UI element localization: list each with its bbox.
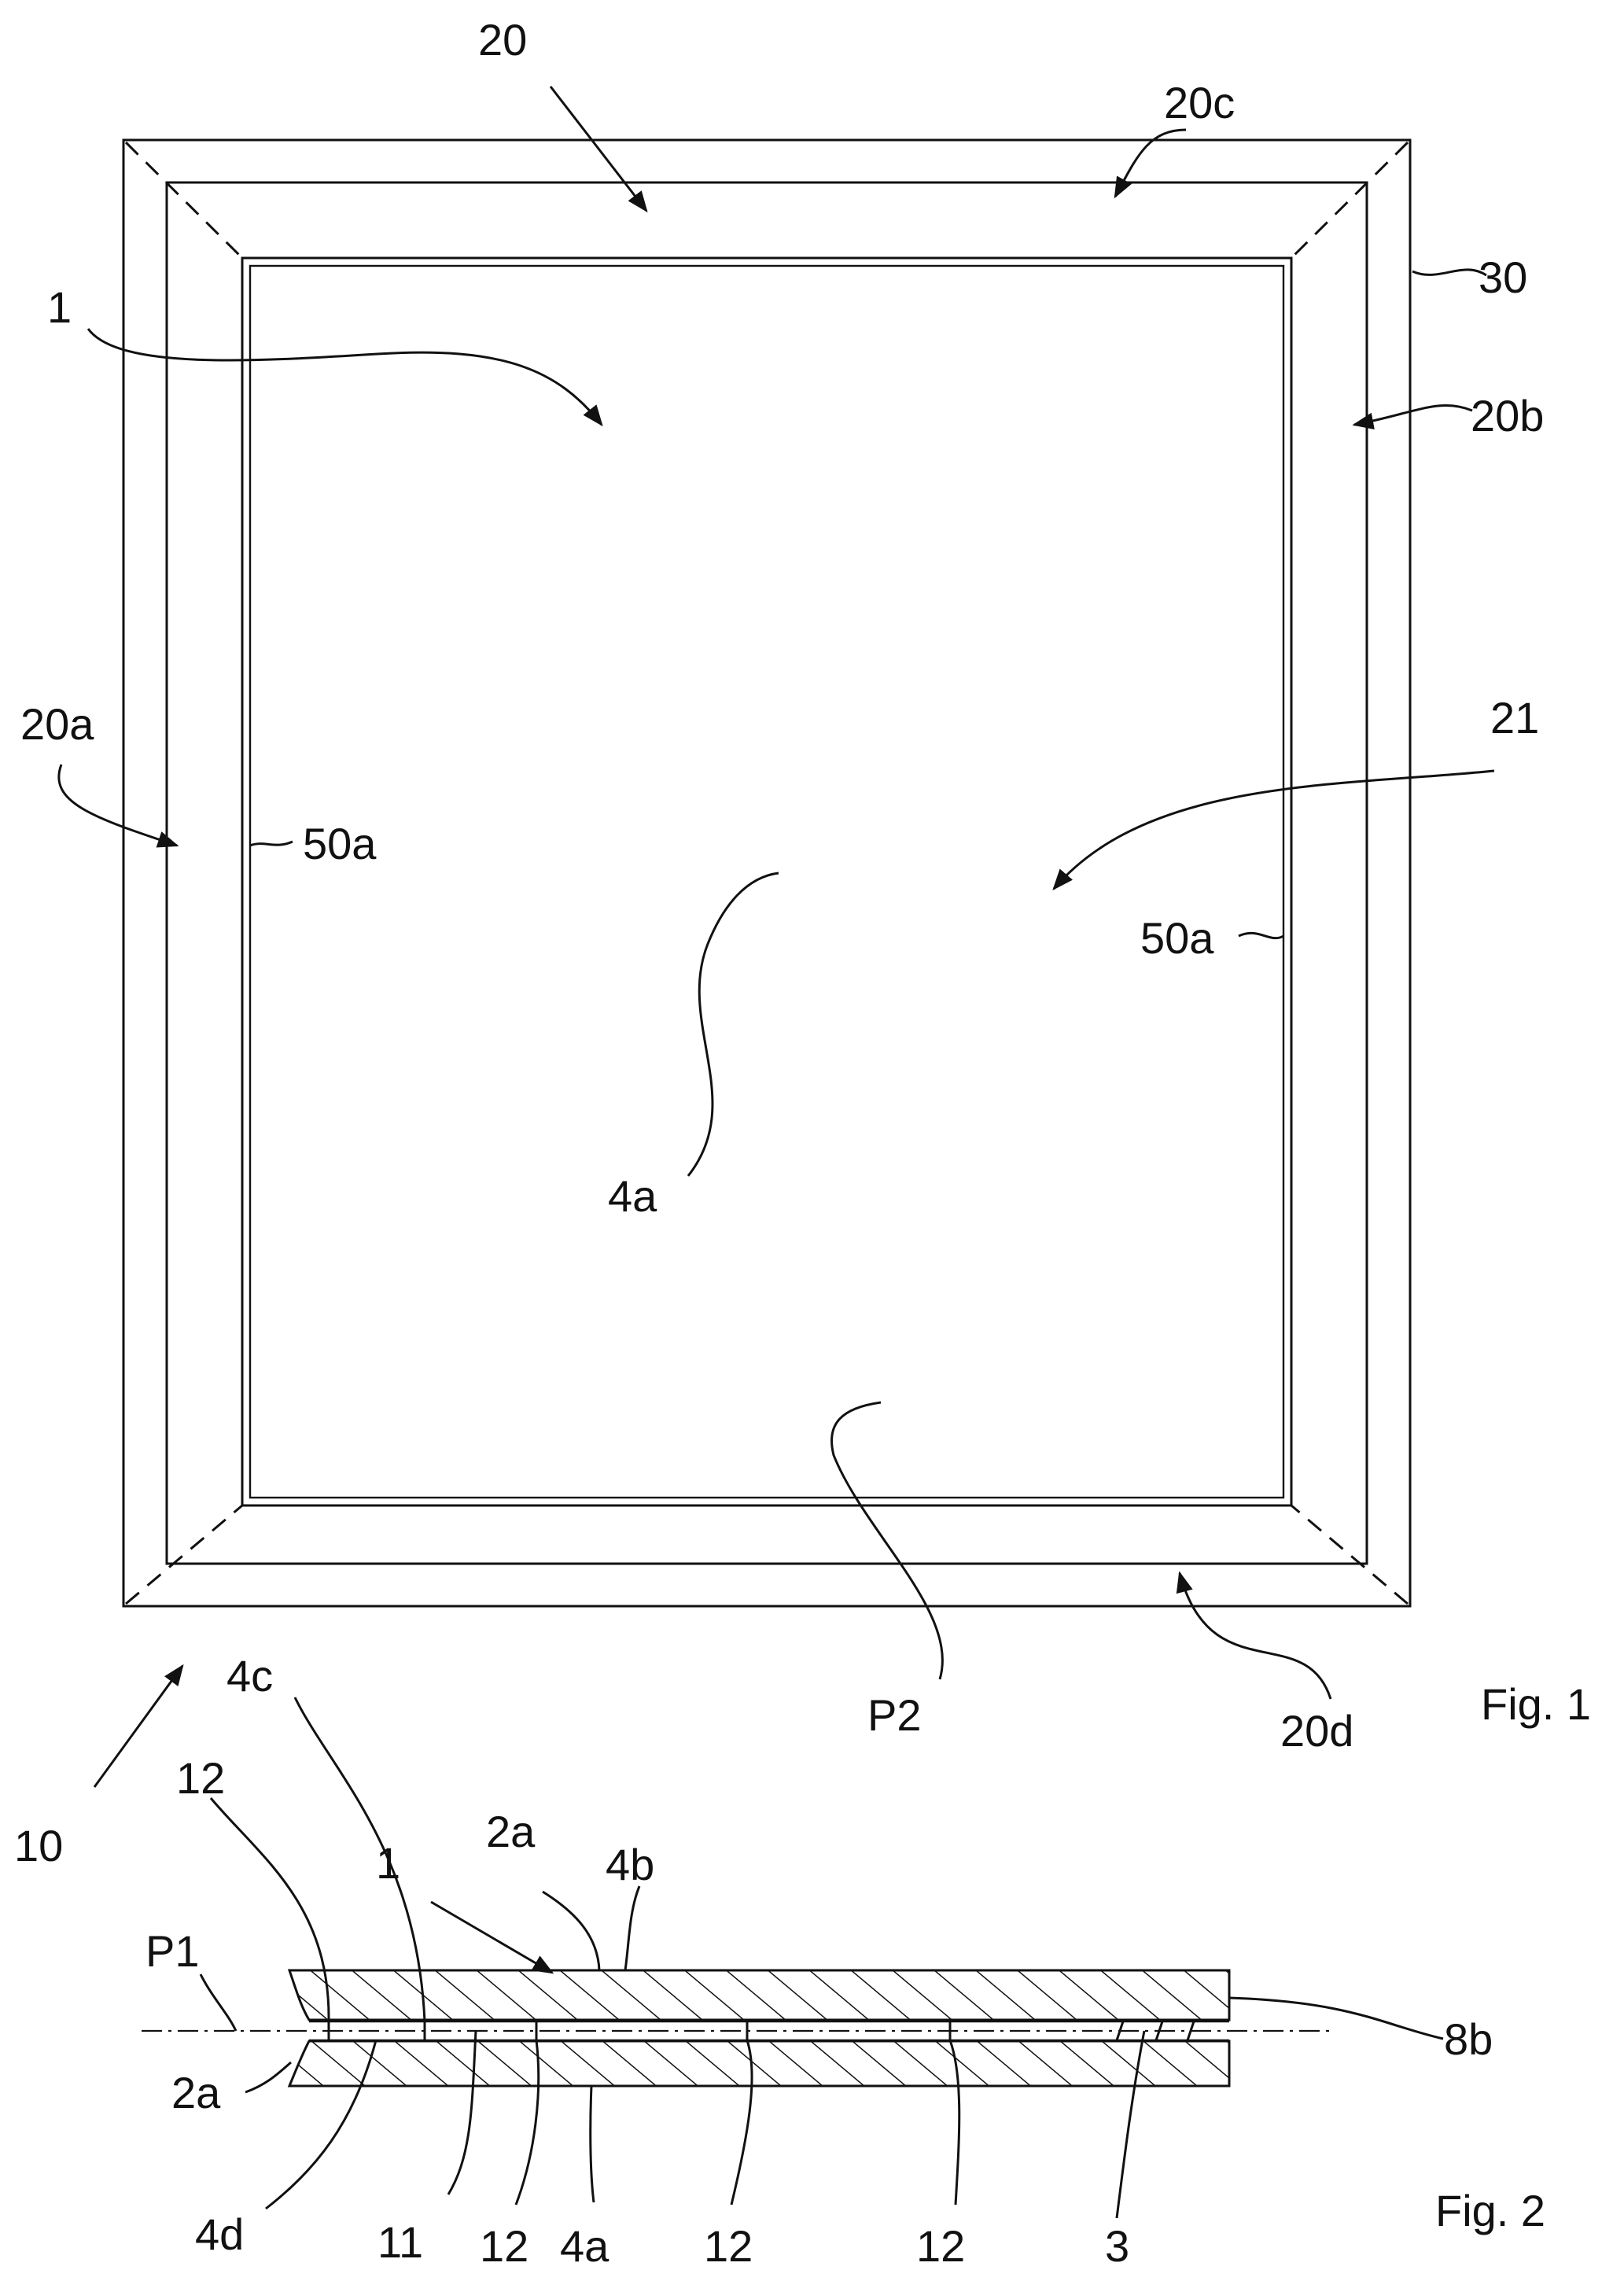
- leader-21: [1054, 771, 1494, 889]
- upper-pane-section: [289, 1970, 1229, 2020]
- label-20b: 20b: [1471, 391, 1544, 440]
- window-opening-outer: [242, 258, 1291, 1505]
- frame-20-outer-edge: [167, 182, 1367, 1564]
- label-12-top: 12: [176, 1753, 225, 1803]
- label-20c: 20c: [1164, 78, 1235, 127]
- leader-4a-fig2: [591, 2086, 594, 2202]
- label-10: 10: [14, 1821, 63, 1870]
- label-P2: P2: [867, 1690, 922, 1740]
- label-2a-bottom: 2a: [171, 2068, 221, 2117]
- leader-4a-fig1: [688, 873, 779, 1176]
- label-50a-left: 50a: [303, 819, 377, 868]
- leader-20a: [59, 765, 177, 846]
- label-20a: 20a: [20, 699, 94, 749]
- label-fig2: Fig. 2: [1435, 2186, 1545, 2235]
- label-8b: 8b: [1444, 2014, 1493, 2064]
- label-30: 30: [1479, 252, 1527, 302]
- label-1-fig2: 1: [376, 1838, 400, 1888]
- label-4a-fig1: 4a: [608, 1171, 657, 1221]
- label-3: 3: [1105, 2221, 1129, 2270]
- leader-20: [551, 87, 646, 211]
- label-20d: 20d: [1280, 1706, 1353, 1756]
- leader-1-fig2: [431, 1902, 552, 1973]
- label-1: 1: [47, 282, 72, 332]
- label-4b: 4b: [606, 1840, 654, 1889]
- corner-miter-bottom-left: [126, 1505, 242, 1604]
- label-21: 21: [1490, 693, 1539, 743]
- label-P1: P1: [145, 1926, 200, 1976]
- leader-2a-top: [543, 1892, 599, 1970]
- label-2a-top: 2a: [486, 1807, 536, 1856]
- outer-frame-30: [123, 140, 1410, 1606]
- leader-P2: [832, 1402, 943, 1679]
- window-opening-inner: [250, 266, 1283, 1498]
- label-4c: 4c: [226, 1651, 273, 1701]
- label-12-b3: 12: [916, 2221, 965, 2270]
- leader-8b: [1229, 1998, 1443, 2039]
- corner-miter-top-left: [126, 142, 242, 258]
- label-fig1: Fig. 1: [1481, 1679, 1591, 1729]
- leader-1: [88, 329, 602, 425]
- leader-4b: [625, 1886, 639, 1970]
- corner-miter-top-right: [1291, 142, 1408, 258]
- leader-50a-left: [250, 842, 293, 846]
- leader-2a-bottom: [245, 2062, 291, 2092]
- leader-50a-right: [1239, 933, 1283, 938]
- label-12-b2: 12: [704, 2221, 753, 2270]
- leader-30: [1412, 270, 1486, 275]
- fig1-drawing: 20 20c 30 1 20b 20a 50a 21 50a 4a P2 20d…: [14, 15, 1591, 1870]
- label-11: 11: [377, 2217, 423, 2267]
- leader-20d: [1180, 1573, 1331, 1699]
- label-20: 20: [478, 15, 527, 64]
- leader-P1: [201, 1974, 236, 2031]
- label-4d: 4d: [195, 2209, 244, 2259]
- lower-pane-section: [289, 2041, 1229, 2086]
- label-4a-fig2: 4a: [560, 2221, 609, 2270]
- leader-10: [94, 1666, 182, 1787]
- corner-miter-bottom-right: [1291, 1505, 1408, 1604]
- label-12-b1: 12: [480, 2221, 528, 2270]
- label-50a-right: 50a: [1140, 913, 1214, 963]
- leader-20b: [1354, 405, 1472, 425]
